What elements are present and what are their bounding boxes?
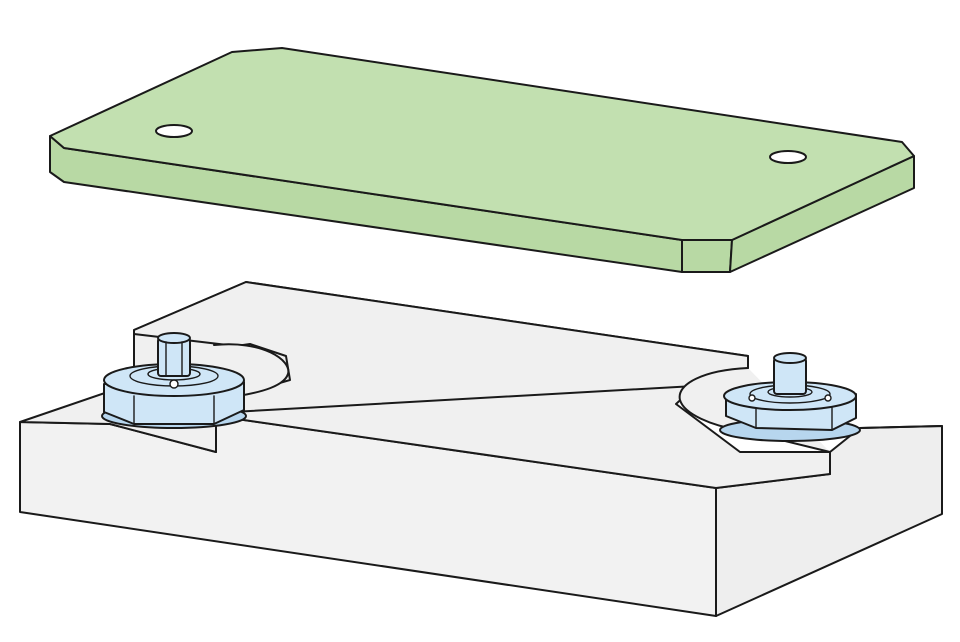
- cover-plate-hole-right: [769, 150, 807, 164]
- base-block: [19, 281, 943, 617]
- cover-plate-top-face: [49, 47, 915, 241]
- cover-plate-hole-left: [155, 124, 193, 138]
- left-stud-top: [157, 332, 191, 344]
- right-nut-assembly: [719, 352, 861, 442]
- right-stud-top: [773, 352, 807, 364]
- right-pocket-edge: [859, 425, 943, 429]
- left-nut-assembly: [101, 332, 247, 429]
- cover-plate-corner-chamfer: [681, 239, 733, 273]
- right-nut-hole-1: [748, 394, 756, 402]
- left-nut-pin-hole: [169, 379, 179, 389]
- right-nut-hole-2: [824, 394, 832, 402]
- cover-plate: [49, 47, 915, 273]
